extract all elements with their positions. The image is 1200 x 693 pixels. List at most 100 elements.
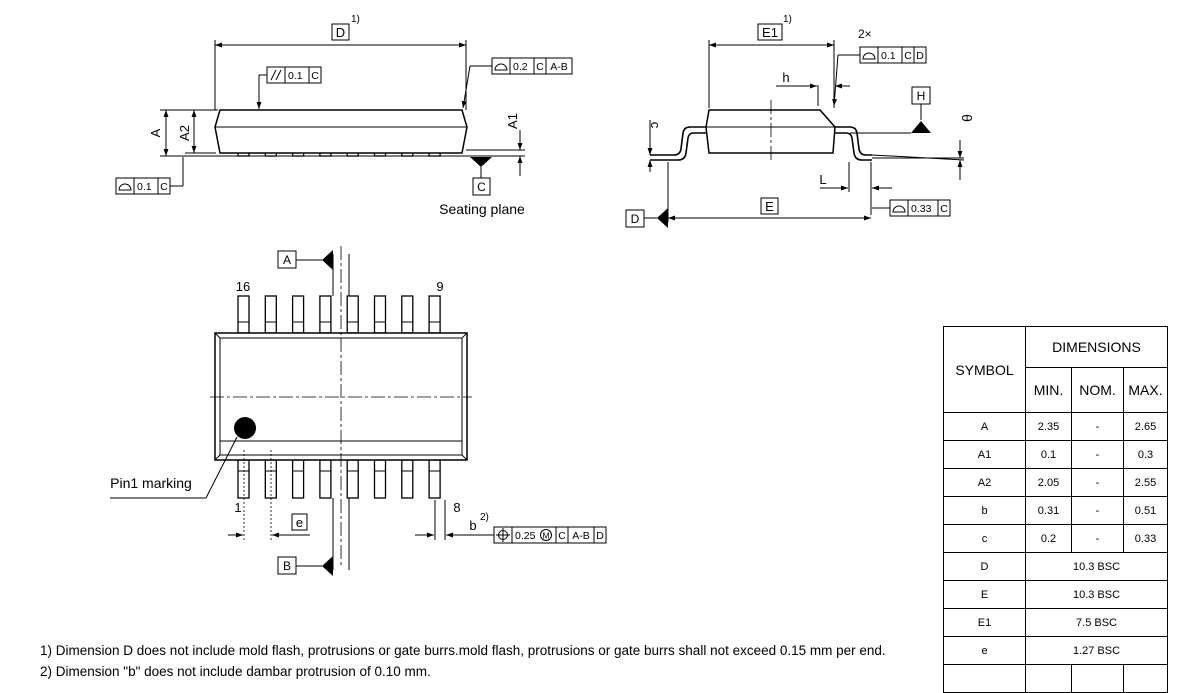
table-cell: 0.51 (1123, 496, 1168, 525)
profile-icon (118, 183, 132, 191)
table-cell: 0.31 (1025, 496, 1072, 525)
dim-A2-label: A2 (177, 125, 192, 141)
datum-C-label: C (477, 180, 486, 194)
table-row (943, 664, 1168, 693)
fcf-datum: C (160, 181, 168, 193)
top-lead-lower (428, 459, 441, 499)
fcf-value: 0.33 (911, 203, 932, 215)
dim-c-label: c (648, 122, 663, 129)
note-2: 2) Dimension "b" does not include dambar… (40, 664, 431, 679)
fcf-datum: D (916, 50, 924, 62)
table-cell: 10.3 BSC (1025, 552, 1168, 581)
table-cell: 0.2 (1025, 524, 1072, 553)
table-cell: - (1071, 496, 1124, 525)
fcf-symbol-cell (859, 46, 879, 64)
top-lead-lower (291, 459, 305, 499)
seating-plane-label: Seating plane (439, 201, 525, 217)
fcf-datum: C (536, 61, 544, 73)
profile-icon (862, 52, 876, 60)
dim-h-label: h (782, 70, 789, 85)
fcf-symbol-cell (889, 199, 909, 217)
fcf-datum: A-B (572, 530, 590, 542)
table-cell: 10.3 BSC (1025, 580, 1168, 609)
note-ref-1: 1) (783, 14, 792, 25)
end-view-body (705, 109, 836, 154)
fcf-datum: C (904, 50, 912, 62)
top-lead-upper (346, 295, 359, 334)
table-cell: 1.27 BSC (1025, 636, 1168, 665)
table-header-nom: NOM. (1071, 367, 1124, 413)
fcf-value: 0.25 (515, 530, 536, 542)
dim-E1-box (757, 23, 783, 41)
pin1-label: 1 (234, 500, 241, 515)
corner (461, 332, 468, 339)
table-cell: 2.05 (1025, 468, 1072, 497)
note-ref-2: 2) (480, 512, 489, 523)
right-lead (835, 126, 872, 156)
dim-E1-label: E1 (762, 25, 778, 40)
datum-H-triangle (911, 121, 931, 133)
pin1-leader (205, 436, 238, 499)
corner (461, 454, 468, 461)
fcf-datum: C (940, 203, 948, 215)
table-cell (1123, 664, 1168, 693)
fcf-symbol-cell (115, 177, 135, 195)
dim-e-box (291, 513, 308, 531)
fcf-modifier: M (542, 531, 549, 541)
table-cell: - (1071, 440, 1124, 469)
table-cell: 0.3 (1123, 440, 1168, 469)
fcf-datum: C (311, 70, 319, 82)
profile-icon (892, 205, 906, 213)
parallel-icon (275, 69, 282, 81)
table-cell: 2.35 (1025, 412, 1072, 441)
fcf-datum-cell (937, 199, 951, 217)
profile-icon (494, 63, 508, 71)
parallel-icon (270, 69, 277, 81)
theta-label: θ (959, 114, 975, 122)
fcf-datum-cell (593, 526, 607, 544)
fcf-datum: D (596, 530, 604, 542)
fcf-value: 0.1 (137, 181, 152, 193)
datum-H-label: H (917, 89, 926, 103)
table-cell: 0.1 (1025, 440, 1072, 469)
mmc-modifier-icon (540, 529, 552, 541)
dim-L-label: L (819, 172, 826, 187)
fcf-datum-cell (157, 177, 171, 195)
table-header-min: MIN. (1025, 367, 1072, 413)
table-cell (943, 664, 1026, 693)
datum-D-triangle (657, 208, 668, 228)
leader-line (461, 65, 471, 109)
dim-D-label: D (336, 25, 345, 40)
table-cell: A2 (943, 468, 1026, 497)
table-cell: - (1071, 524, 1124, 553)
top-lead-upper (237, 295, 250, 334)
table-cell: E1 (943, 608, 1026, 637)
dim-e-label: e (296, 515, 303, 530)
notes: 1) Dimension D does not include mold fla… (40, 640, 886, 682)
dim-b-label: b (469, 518, 476, 533)
left-lead (650, 126, 706, 156)
top-lead-upper (373, 295, 387, 334)
table-header-symbol: SYMBOL (943, 326, 1026, 413)
right-lead (835, 132, 872, 161)
fcf-value: 0.2 (513, 61, 528, 73)
table-cell: 2.65 (1123, 412, 1168, 441)
datum-B-label: B (283, 559, 291, 573)
fcf-profile-bottom: 0.1 C (115, 177, 171, 195)
top-lead-upper (319, 295, 332, 334)
fcf-datum-cell (308, 66, 322, 84)
dim-A1-label: A1 (505, 113, 520, 129)
dim-E-label: E (765, 199, 774, 214)
corner (214, 454, 221, 461)
table-cell (1025, 664, 1072, 693)
